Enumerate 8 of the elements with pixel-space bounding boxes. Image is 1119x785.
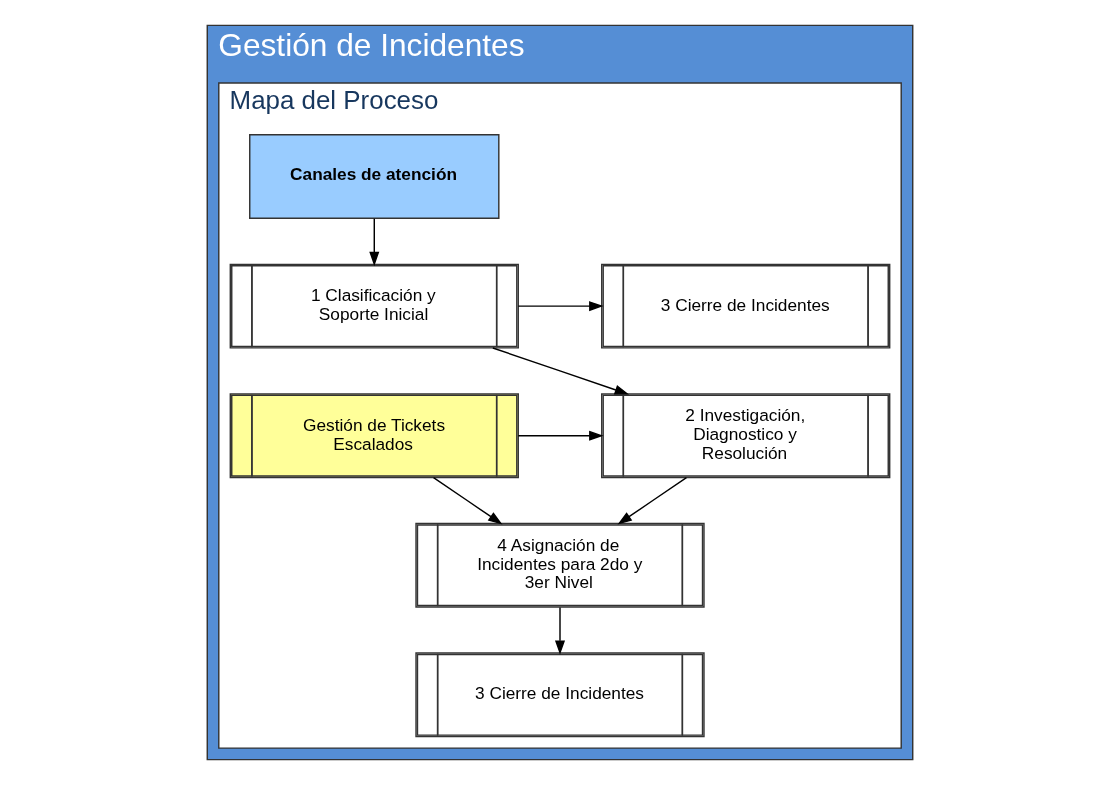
arrow [617,476,687,525]
arrow [554,606,565,655]
node-box: Canales de atención [248,134,500,219]
arrow [432,476,502,525]
arrow [517,301,604,312]
arrow [491,347,629,395]
arrow [517,430,604,441]
arrow [368,218,379,267]
